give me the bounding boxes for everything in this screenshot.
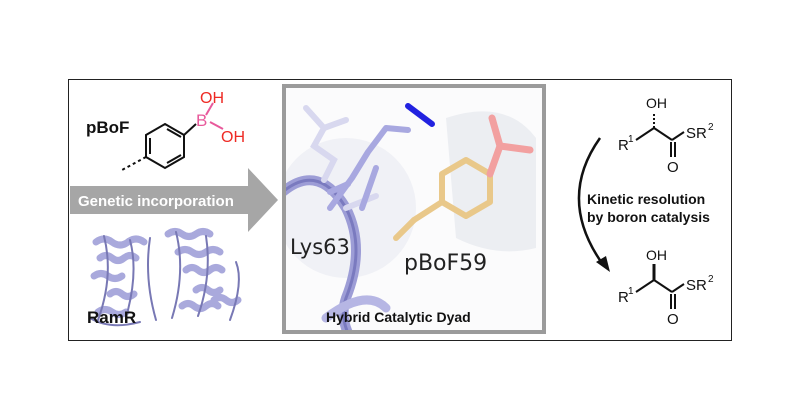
lys-amine-n <box>405 103 435 127</box>
ramr-label: RamR <box>87 308 136 327</box>
curved-reaction-arrow <box>577 137 610 272</box>
lys63-label: Lys63 <box>290 235 350 259</box>
bottom-o: O <box>667 311 679 328</box>
bottom-thioester <box>635 264 685 309</box>
pbof-label: pBoF <box>86 118 129 137</box>
oh-top-label: OH <box>200 90 224 107</box>
bottom-r: R <box>618 289 629 306</box>
catalytic-dyad-panel: Lys63 pBoF59 Hybrid Catalytic Dyad <box>282 84 546 334</box>
backbone-dashed-bond <box>121 156 147 171</box>
top-sr: SR <box>686 125 707 142</box>
helix-ribbon <box>286 175 391 330</box>
kinetic-caption-line2: by boron catalysis <box>587 209 710 225</box>
bottom-oh: OH <box>646 247 667 263</box>
oh-right-label: OH <box>221 129 245 146</box>
top-thioester <box>635 112 685 157</box>
top-oh: OH <box>646 95 667 111</box>
genetic-incorporation-arrow <box>70 168 278 232</box>
bottom-sr: SR <box>686 277 707 294</box>
genetic-incorporation-label: Genetic incorporation <box>78 193 234 210</box>
pbof-structure <box>121 102 224 171</box>
top-r: R <box>618 137 629 154</box>
ring-b-bond <box>183 123 197 136</box>
top-o: O <box>667 159 679 176</box>
bottom-sr-sup: 2 <box>708 274 714 285</box>
boronic-acid-sticks <box>486 114 534 178</box>
b-oh-right-bond <box>209 121 224 130</box>
boron-atom-label: B <box>196 111 207 130</box>
dyad-caption: Hybrid Catalytic Dyad <box>326 309 471 325</box>
top-sr-sup: 2 <box>708 122 714 133</box>
b-oh-top-bond <box>205 102 214 116</box>
ring-double-bond-2 <box>166 154 182 164</box>
ramr-protein-cartoon <box>89 228 242 327</box>
lys63-sticks <box>327 125 411 211</box>
ring-double-bond-3 <box>166 128 182 138</box>
bottom-r-sup: 1 <box>628 286 634 297</box>
pbof59-label: pBoF59 <box>404 251 487 276</box>
kinetic-caption-line1: Kinetic resolution <box>587 191 705 207</box>
dyad-structure-svg: Lys63 pBoF59 Hybrid Catalytic Dyad <box>286 103 536 330</box>
top-r-sup: 1 <box>628 134 634 145</box>
